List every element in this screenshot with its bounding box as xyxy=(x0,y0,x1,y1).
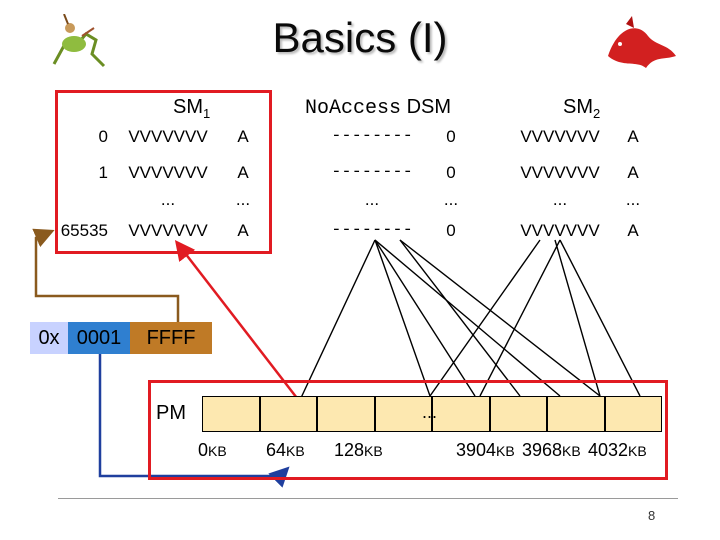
dragon-logo-icon xyxy=(608,16,676,69)
sm1-frame xyxy=(55,90,272,254)
dsm-value-cell: -------- xyxy=(331,127,413,146)
address-box: 0x 0001 FFFF xyxy=(30,322,212,354)
sm2-value-cell: VVVVVVV xyxy=(520,221,600,240)
pm-frame xyxy=(148,380,668,480)
pm-cells xyxy=(202,396,662,432)
address-prefix: 0x xyxy=(30,322,68,354)
kb-label: 128KB xyxy=(334,440,383,460)
sm2-value-cell: ... xyxy=(552,190,568,209)
dsm-flag-cell: ... xyxy=(443,190,459,209)
address-part2: FFFF xyxy=(130,322,212,354)
footer-divider xyxy=(58,498,678,499)
dsm-label: NoAccess DSM xyxy=(305,96,452,120)
pm-cell xyxy=(317,396,375,432)
sm2-access-cell: ... xyxy=(625,190,641,209)
sm1-access-cell: A xyxy=(237,127,249,146)
sm1-access-cell: A xyxy=(237,163,249,182)
kb-label: 3904KB xyxy=(456,440,515,460)
sm1-value-cell: VVVVVVV xyxy=(128,163,208,182)
kb-label: 64KB xyxy=(266,440,305,460)
dsm-flag-cell: 0 xyxy=(446,221,456,240)
row-number: 65535 xyxy=(60,221,108,240)
sm1-value-cell: VVVVVVV xyxy=(128,127,208,146)
knight-logo-icon xyxy=(52,14,106,68)
pm-cell xyxy=(259,396,317,432)
sm1-label: SM1 xyxy=(173,96,211,121)
kb-label: 4032KB xyxy=(588,440,647,460)
pm-cell xyxy=(547,396,605,432)
dsm-flag-cell: 0 xyxy=(446,127,456,146)
pm-cell xyxy=(432,396,490,432)
sm2-label: SM2 xyxy=(563,96,601,121)
dsm-value-cell: -------- xyxy=(331,163,413,182)
sm1-value-cell: VVVVVVV xyxy=(128,221,208,240)
sm2-value-cell: VVVVVVV xyxy=(520,127,600,146)
kb-label: 0KB xyxy=(198,440,227,460)
row-number: 0 xyxy=(98,127,108,146)
sm1-access-cell: ... xyxy=(235,190,251,209)
address-part1: 0001 xyxy=(68,322,130,354)
dsm-value-cell: -------- xyxy=(331,221,413,240)
sm2-value-cell: VVVVVVV xyxy=(520,163,600,182)
sm2-access-cell: A xyxy=(627,221,639,240)
slide-title: Basics (I) xyxy=(272,14,448,61)
row-number: 1 xyxy=(98,163,108,182)
pm-cell xyxy=(202,396,260,432)
slide-number: 8 xyxy=(648,508,656,523)
dsm-flag-cell: 0 xyxy=(446,163,456,182)
pm-cell xyxy=(604,396,662,432)
sm2-access-cell: A xyxy=(627,127,639,146)
pm-ellipsis: ... xyxy=(422,402,438,422)
pm-cell xyxy=(374,396,432,432)
dsm-value-cell: ... xyxy=(364,190,380,209)
pm-cell xyxy=(489,396,547,432)
kb-label: 3968KB xyxy=(522,440,581,460)
sm2-access-cell: A xyxy=(627,163,639,182)
sm1-access-cell: A xyxy=(237,221,249,240)
pm-label: PM xyxy=(156,402,186,424)
sm1-value-cell: ... xyxy=(160,190,176,209)
